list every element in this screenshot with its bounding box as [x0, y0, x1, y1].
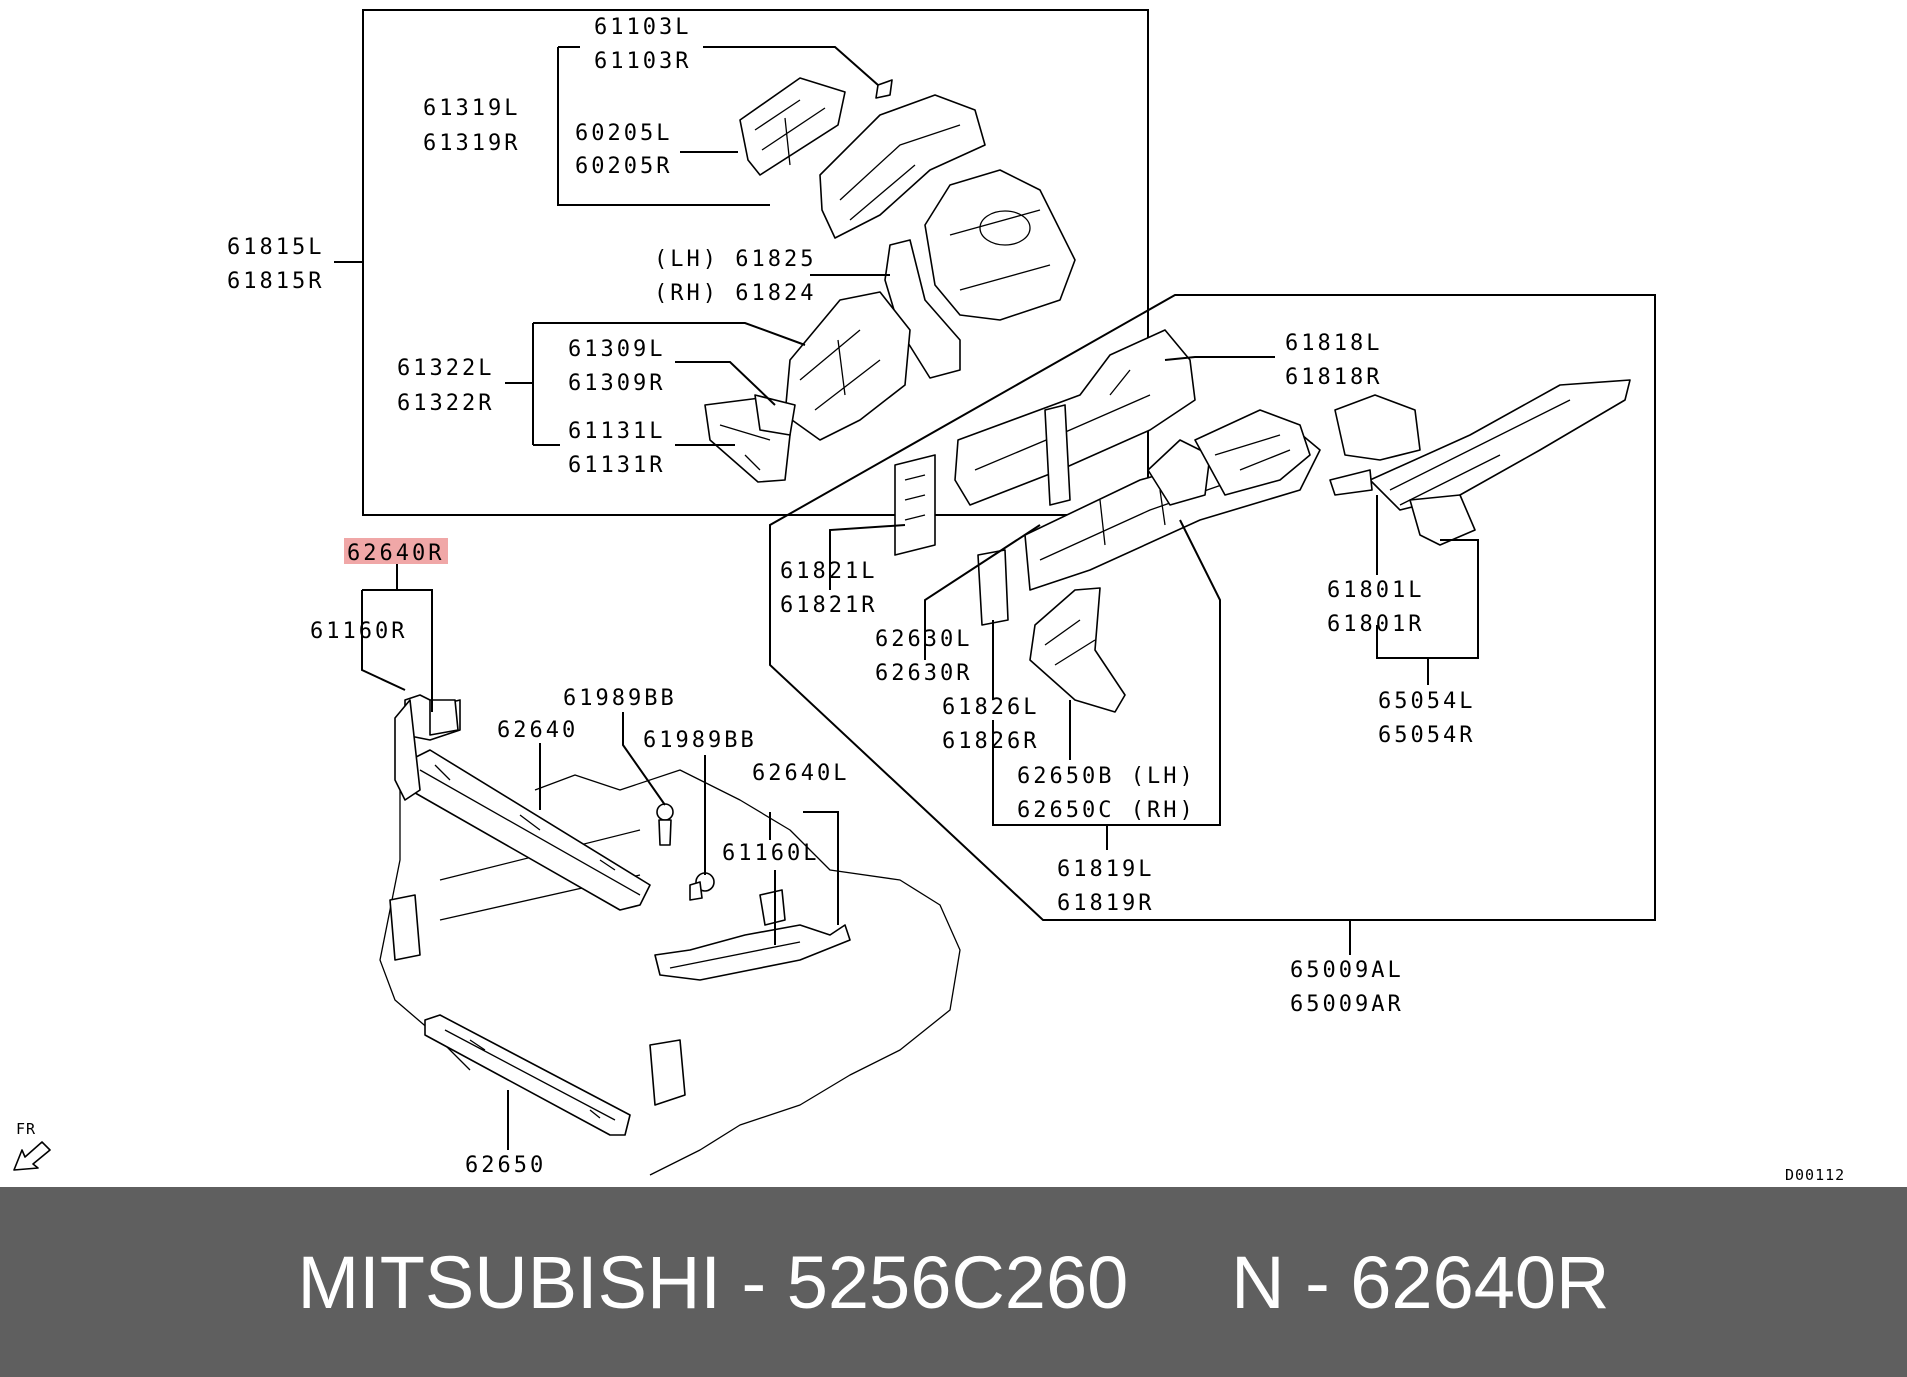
- label-61989BB-a: 61989BB: [563, 686, 677, 711]
- label-61819R: 61819R: [1057, 891, 1154, 916]
- caption-text: MITSUBISHI - 5256C260 N - 62640R: [297, 1240, 1610, 1324]
- label-60205L: 60205L: [575, 121, 672, 146]
- label-61160L: 61160L: [722, 841, 819, 866]
- label-61821R: 61821R: [780, 593, 877, 618]
- radiator-support-parts: [379, 694, 961, 1176]
- label-61103R: 61103R: [594, 49, 691, 74]
- label-62650B: 62650B (LH): [1017, 764, 1196, 789]
- label-61826L: 61826L: [942, 695, 1039, 720]
- label-61818R: 61818R: [1285, 365, 1382, 390]
- label-61815L: 61815L: [227, 235, 324, 260]
- wheelhouse-parts: [704, 77, 1076, 483]
- label-61825: (LH) 61825: [654, 247, 816, 272]
- label-65054R: 65054R: [1378, 723, 1475, 748]
- label-62650: 62650: [465, 1153, 546, 1178]
- label-62630L: 62630L: [875, 627, 972, 652]
- part-labels: 61103L 61103R 61319L 61319R 60205L 60205…: [16, 15, 1845, 1184]
- side-member-parts: [894, 329, 1631, 713]
- label-60205R: 60205R: [575, 154, 672, 179]
- label-62650C: 62650C (RH): [1017, 798, 1196, 823]
- highlight-62640R: [344, 538, 448, 564]
- label-diagram-code: D00112: [1785, 1166, 1845, 1184]
- label-61801L: 61801L: [1327, 578, 1424, 603]
- label-61309R: 61309R: [568, 371, 665, 396]
- label-61131R: 61131R: [568, 453, 665, 478]
- label-61815R: 61815R: [227, 269, 324, 294]
- group-box-side-member: [769, 294, 1656, 921]
- label-61322L: 61322L: [397, 356, 494, 381]
- label-61322R: 61322R: [397, 391, 494, 416]
- label-61319L: 61319L: [423, 96, 520, 121]
- label-61989BB-b: 61989BB: [643, 728, 757, 753]
- label-62630R: 62630R: [875, 661, 972, 686]
- label-62640L: 62640L: [752, 761, 849, 786]
- label-61309L: 61309L: [568, 337, 665, 362]
- label-61801R: 61801R: [1327, 612, 1424, 637]
- label-61821L: 61821L: [780, 559, 877, 584]
- caption-banner: MITSUBISHI - 5256C260 N - 62640R: [0, 1187, 1907, 1377]
- front-direction-arrow-icon: [13, 1141, 51, 1171]
- label-61824: (RH) 61824: [654, 281, 816, 306]
- label-fr: FR: [16, 1120, 36, 1138]
- label-65009AR: 65009AR: [1290, 992, 1404, 1017]
- label-62640R: 62640R: [347, 541, 444, 566]
- label-65054L: 65054L: [1378, 689, 1475, 714]
- label-61826R: 61826R: [942, 729, 1039, 754]
- label-61103L: 61103L: [594, 15, 691, 40]
- label-61818L: 61818L: [1285, 331, 1382, 356]
- parts-diagram: 61103L 61103R 61319L 61319R 60205L 60205…: [13, 9, 1845, 1184]
- label-62640: 62640: [497, 718, 578, 743]
- label-65009AL: 65009AL: [1290, 958, 1404, 983]
- label-61160R: 61160R: [310, 619, 407, 644]
- label-61819L: 61819L: [1057, 857, 1154, 882]
- label-61319R: 61319R: [423, 131, 520, 156]
- label-61131L: 61131L: [568, 419, 665, 444]
- leader-lines: [334, 46, 1479, 1150]
